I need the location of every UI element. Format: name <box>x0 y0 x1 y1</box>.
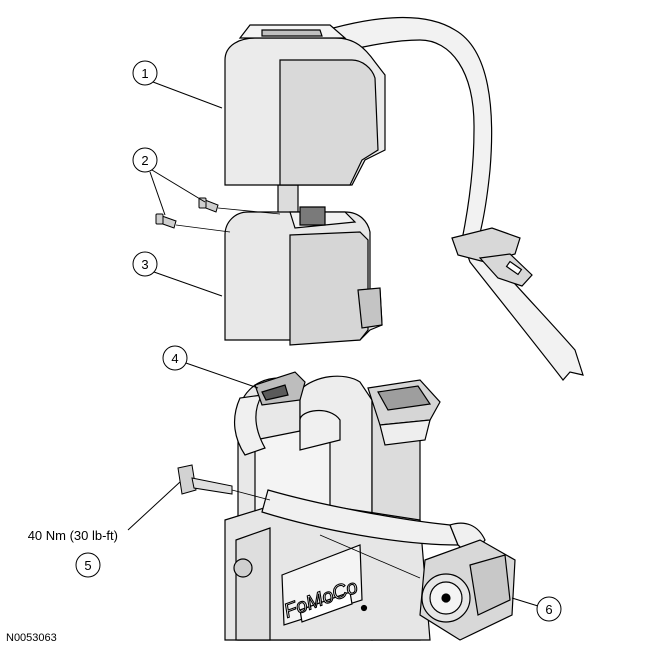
callout-2: 2 <box>132 147 206 216</box>
svg-text:2: 2 <box>141 153 148 168</box>
svg-text:5: 5 <box>84 558 91 573</box>
svg-text:3: 3 <box>141 257 148 272</box>
screw-upper <box>198 197 219 213</box>
screw-axis-line-lower <box>175 224 231 233</box>
figure-id: N0053063 <box>6 632 57 644</box>
screw-axis-line-upper <box>217 207 281 215</box>
callout-6: 6 <box>511 596 562 622</box>
buckle-housing <box>367 379 441 446</box>
callout-3: 3 <box>132 251 223 297</box>
callout-4: 4 <box>162 345 259 389</box>
callout-5: 40 Nm (30 lb-ft) 5 <box>28 481 181 578</box>
svg-text:1: 1 <box>141 66 148 81</box>
bolt <box>177 464 233 495</box>
retractor <box>419 539 516 641</box>
bolt-axis-line <box>231 489 271 501</box>
callout-1: 1 <box>132 60 223 109</box>
lower-cover <box>224 206 383 346</box>
belt-guide-clip <box>254 371 306 406</box>
belt-tongue <box>451 227 533 287</box>
svg-text:6: 6 <box>545 602 552 617</box>
svg-text:4: 4 <box>171 351 178 366</box>
retractor-axis-line <box>319 534 421 579</box>
screw-lower <box>155 213 177 229</box>
torque-spec: 40 Nm (30 lb-ft) <box>28 528 118 543</box>
upper-cover <box>224 24 386 186</box>
